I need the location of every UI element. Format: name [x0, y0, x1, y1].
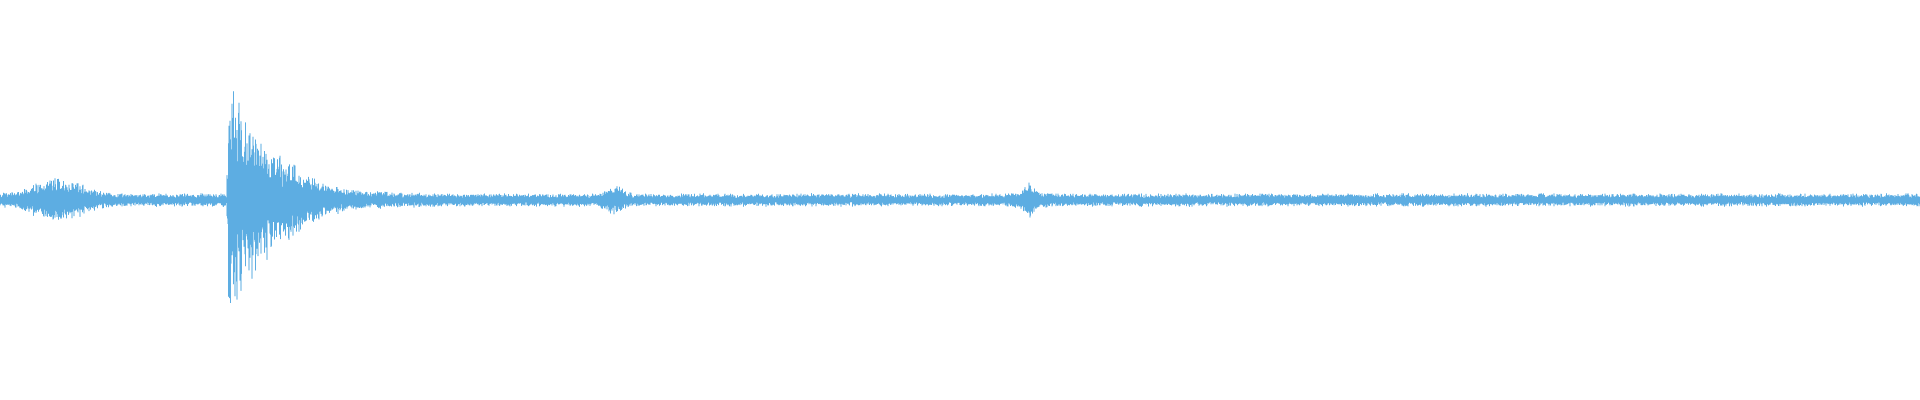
waveform-trace: [0, 91, 1920, 303]
